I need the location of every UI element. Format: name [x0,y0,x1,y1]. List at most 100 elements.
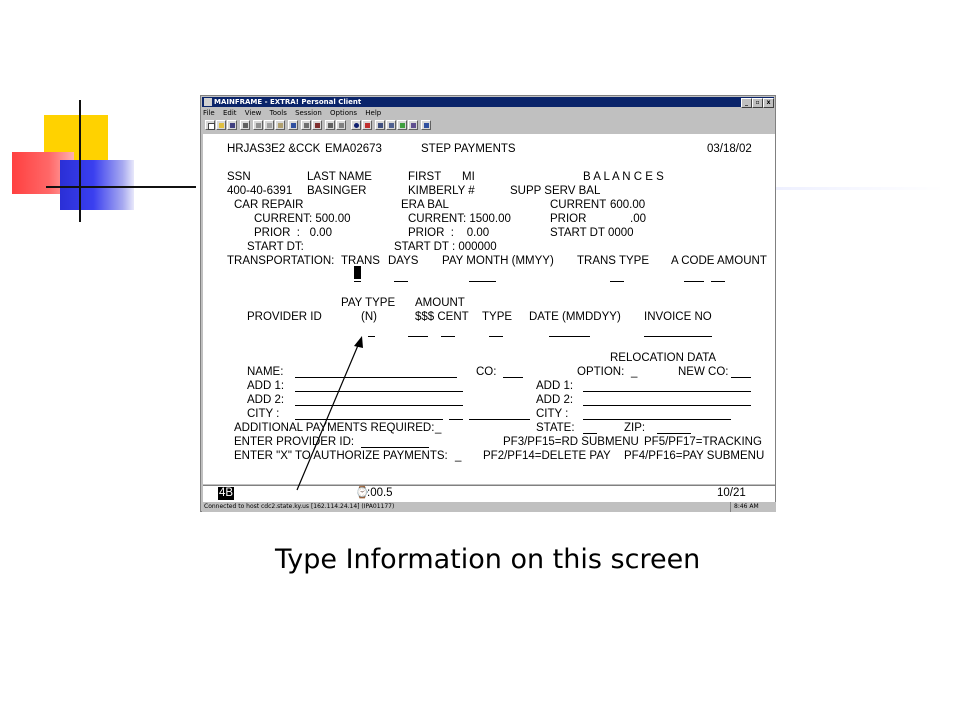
authorize-field[interactable]: _ [455,450,462,462]
menu-options[interactable]: Options [330,109,358,117]
name-field[interactable] [295,377,457,378]
add1-field[interactable] [295,391,463,392]
additional-payments-field[interactable]: _ [435,422,442,434]
check-icon[interactable] [397,120,407,130]
county-field[interactable] [449,419,463,420]
keyboard-icon[interactable] [386,120,396,130]
amount-field[interactable] [711,281,725,282]
last-name-label: LAST NAME [307,171,372,183]
reloc-add2-field[interactable] [583,405,751,406]
trans-type-field[interactable] [610,281,624,282]
trans-label: TRANS [341,255,380,267]
enter-provider-label: ENTER PROVIDER ID: [234,436,355,448]
supp-current-label: CURRENT [550,199,607,211]
new-icon[interactable] [205,120,215,130]
dollars-field[interactable] [408,336,428,337]
title-bar: MAINFRAME - EXTRA! Personal Client _ ▫ x [202,97,774,108]
pf3-hint: PF3/PF15=RD SUBMENU [503,436,639,448]
menu-help[interactable]: Help [365,109,382,117]
car-prior: PRIOR : 0.00 [254,227,332,239]
zip-field[interactable] [469,419,530,420]
reloc-add1-field[interactable] [583,391,751,392]
menu-session[interactable]: Session [295,109,322,117]
type-field[interactable] [489,336,503,337]
menu-view[interactable]: View [244,109,262,117]
layout-icon[interactable] [408,120,418,130]
copy-icon[interactable] [264,120,274,130]
palette-icon[interactable] [362,120,372,130]
option-label: OPTION: [577,366,625,378]
macro-icon[interactable] [301,120,311,130]
first-label: FIRST [408,171,442,183]
supp-current-value: 600.00 [610,199,646,211]
state-field[interactable] [583,433,597,434]
app-icon [204,98,212,106]
invoice-no-label: INVOICE NO [644,311,712,323]
paste-icon[interactable] [275,120,285,130]
menu-edit[interactable]: Edit [222,109,237,117]
first-name-value: KIMBERLY # [408,185,475,197]
record-icon[interactable] [351,120,361,130]
add1-label: ADD 1: [247,380,285,392]
help-icon[interactable] [421,120,431,130]
menu-tools[interactable]: Tools [269,109,287,117]
save-icon[interactable] [227,120,237,130]
city-field[interactable] [295,419,443,420]
zip-label: ZIP: [624,422,646,434]
maximize-button[interactable]: ▫ [752,98,763,108]
transfer-icon[interactable] [325,120,335,130]
enter-provider-field[interactable] [361,447,429,448]
supp-prior-label: PRIOR [550,213,587,225]
co-field[interactable] [503,377,523,378]
reloc-zip-field[interactable] [657,433,691,434]
trans-field[interactable] [354,281,361,282]
date-field[interactable] [549,336,590,337]
edit-macro-icon[interactable] [312,120,322,130]
cut-icon[interactable] [253,120,263,130]
receive-icon[interactable] [336,120,346,130]
connect-icon[interactable] [288,120,298,130]
reloc-city-label: CITY : [536,408,569,420]
pay-type-field[interactable] [368,336,375,337]
pay-type-hint: (N) [361,311,377,323]
days-field[interactable] [394,281,408,282]
minimize-button[interactable]: _ [741,98,752,108]
a-code-field[interactable] [684,281,704,282]
cents-field[interactable] [441,336,455,337]
decor-vertical-line [79,100,81,222]
print-icon[interactable] [240,120,250,130]
session-indicator: 4B [218,487,235,500]
trans-type-label: TRANS TYPE [577,255,649,267]
program-id: HRJAS3E2 &CCK [227,143,321,155]
new-co-field[interactable] [731,377,751,378]
balances-heading: B A L A N C E S [583,171,664,183]
clock-icon: ⌚ [355,487,370,499]
open-icon[interactable] [216,120,226,130]
add2-field[interactable] [295,405,463,406]
ssn-label: SSN [227,171,251,183]
option-value[interactable]: _ [631,366,638,378]
status-time: 8:46 AM [730,502,774,512]
close-button[interactable]: x [763,98,774,108]
reloc-city-field[interactable] [583,419,731,420]
terminal-screen[interactable]: HRJAS3E2 &CCK EMA02673 STEP PAYMENTS 03/… [203,134,775,484]
additional-payments-label: ADDITIONAL PAYMENTS REQUIRED: [234,422,435,434]
supp-start-dt: START DT 0000 [550,227,634,239]
relocation-data-heading: RELOCATION DATA [610,352,717,364]
pay-month-field[interactable] [469,281,496,282]
pf5-hint: PF5/PF17=TRACKING [644,436,762,448]
menu-file[interactable]: File [203,109,215,117]
pay-month-label: PAY MONTH (MMYY) [442,255,554,267]
screen-title: STEP PAYMENTS [421,143,516,155]
slide-caption: Type Information on this screen [275,544,701,575]
supp-prior-value: .00 [630,213,646,225]
reloc-add2-label: ADD 2: [536,394,574,406]
car-repair-label: CAR REPAIR [234,199,304,211]
era-prior: PRIOR : 0.00 [408,227,490,239]
cursor-position: 10/21 [717,487,746,499]
toolbar [203,119,773,132]
display-icon[interactable] [375,120,385,130]
status-bar: Connected to host cdc2.state.ky.us [162.… [202,502,776,512]
invoice-no-field[interactable] [644,336,712,337]
decor-horizontal-line [46,186,196,188]
